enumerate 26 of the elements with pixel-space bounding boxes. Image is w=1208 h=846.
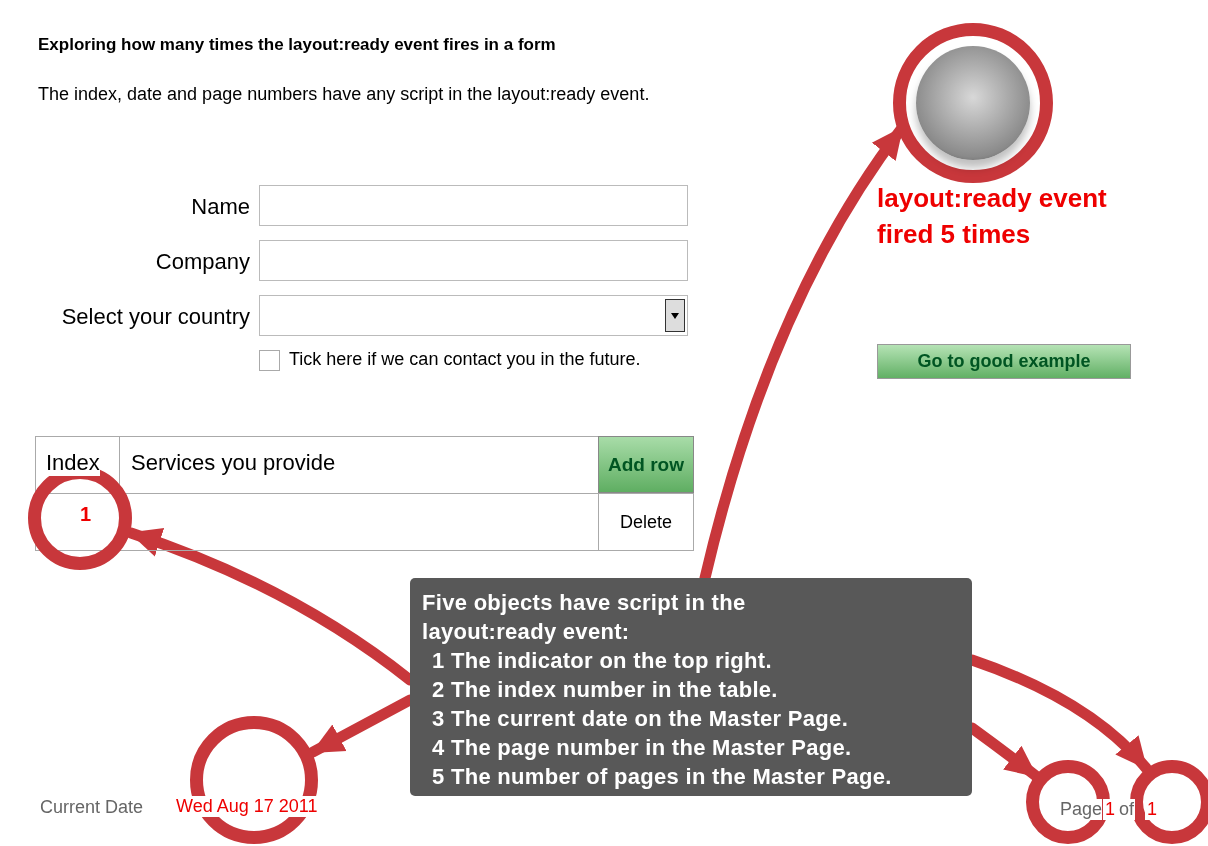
field-label: Name bbox=[190, 194, 250, 220]
column-header: Services you provide bbox=[131, 450, 336, 476]
page-number: 1 bbox=[1103, 799, 1117, 820]
callout-box bbox=[410, 578, 972, 796]
add-row-button: Add row bbox=[598, 436, 694, 493]
field-label: Select your country bbox=[60, 304, 250, 330]
checkbox-label: Tick here if we can contact you in the future. bbox=[289, 349, 641, 370]
field-label: Company bbox=[154, 249, 250, 275]
footer-label: of bbox=[1118, 799, 1135, 820]
page-count: 1 bbox=[1145, 799, 1159, 820]
footer-label: Current Date bbox=[40, 797, 144, 818]
event-count-note: layout:ready event fired 5 times bbox=[877, 182, 1108, 251]
list-item: 3 The current date on the Master Page. bbox=[431, 705, 850, 733]
delete-button: Delete bbox=[598, 493, 694, 551]
list-item: 5 The number of pages in the Master Page. bbox=[431, 763, 893, 791]
list-item: 2 The index number in the table. bbox=[431, 676, 779, 704]
list-item: 1 The indicator on the top right. bbox=[431, 647, 773, 675]
link-button: Go to good example bbox=[877, 344, 1131, 379]
callout-heading: Five objects have script in the layout:ready event: bbox=[422, 589, 747, 646]
date-value: Wed Aug 17 2011 bbox=[174, 796, 320, 817]
list-item: 4 The page number in the Master Page. bbox=[431, 734, 853, 762]
title: Exploring how many times the layout:ready event fires in a form bbox=[38, 35, 556, 55]
highlight-ring bbox=[893, 23, 1053, 183]
index-number: 1 bbox=[80, 503, 92, 526]
subtitle: The index, date and page numbers have any script in the layout:ready event. bbox=[38, 84, 650, 105]
footer-label: Page bbox=[1060, 799, 1103, 820]
